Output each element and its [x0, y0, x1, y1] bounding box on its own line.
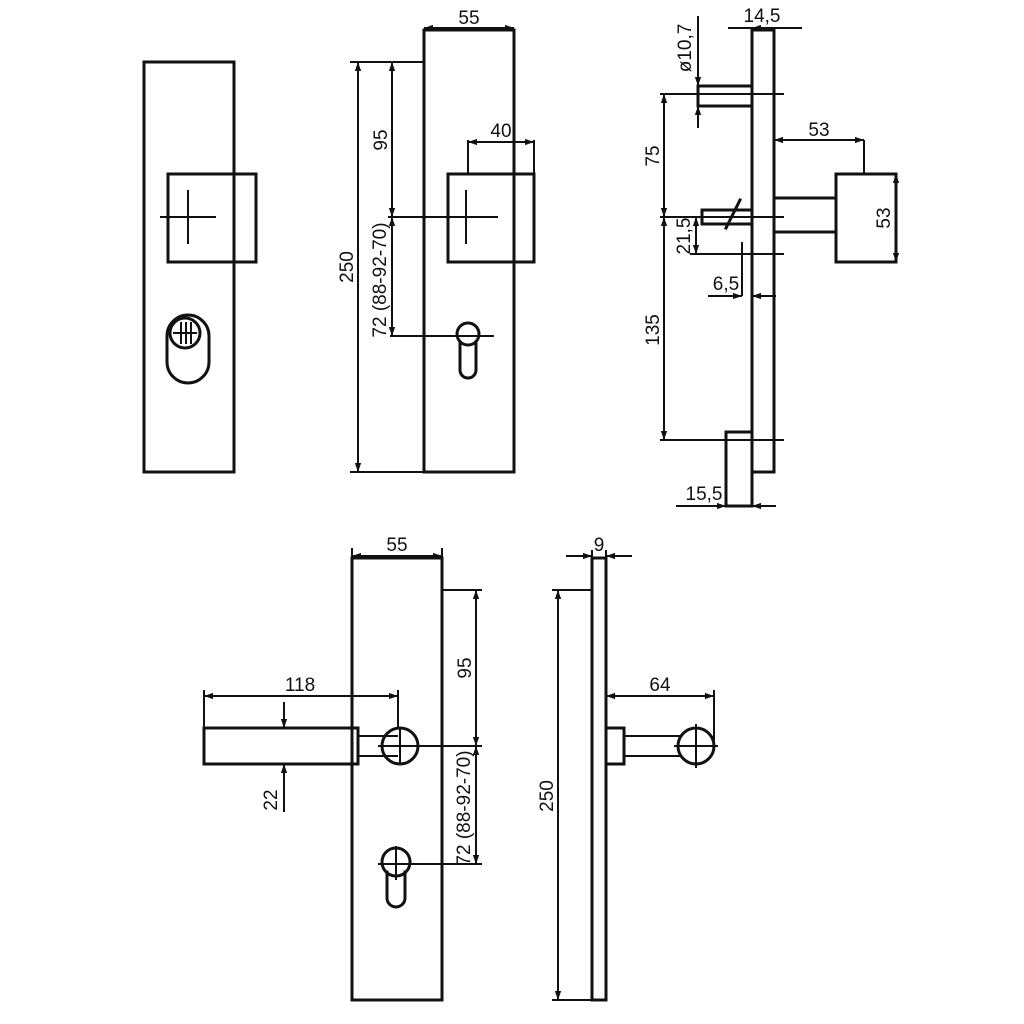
dim-plate-width: 55	[458, 8, 479, 29]
dim-spindle-offset: 95	[371, 129, 392, 150]
dim-plate-thickness: 14,5	[744, 6, 781, 27]
cylinder-hole	[165, 313, 211, 385]
dim-lever-projection: 64	[649, 675, 671, 696]
dim-center-distance: 72 (88-92-70)	[370, 222, 391, 337]
dim-knob-width: 40	[490, 121, 511, 142]
dim-spindle-offset: 95	[455, 657, 476, 678]
lever-rose-side	[604, 726, 626, 766]
spindle-break-mark	[723, 197, 743, 231]
side-view-lever: 9 250 64	[537, 535, 718, 1002]
keyhole	[390, 321, 494, 380]
dim-lever-diameter: 22	[261, 789, 282, 810]
door-plate-outline	[422, 28, 516, 474]
lower-foot	[724, 430, 754, 508]
dim-plate-width: 55	[386, 535, 407, 556]
door-plate-outline	[142, 60, 236, 474]
dim-spindle-diameter: ø10,7	[675, 24, 696, 73]
dim-spindle-gap: 21,5	[674, 218, 695, 255]
dim-center-distance: 72 (88-92-70)	[454, 750, 475, 865]
plate-side-outline	[750, 28, 776, 474]
knob-neck	[772, 196, 838, 234]
side-view-knob: 14,5 ø10,7 53 53 75 21,5 6,5 135 15,5	[643, 6, 900, 510]
dim-knob-projection: 53	[808, 120, 829, 141]
dim-lower-spacing: 135	[643, 314, 664, 346]
front-view-knob-dimensioned: 55 40 250 95 72 (88-92-70)	[337, 8, 536, 474]
dim-plate-height: 250	[337, 251, 358, 283]
dim-foot: 15,5	[686, 484, 723, 505]
dim-upper-spacing: 75	[643, 145, 664, 166]
dim-plate-thickness: 9	[594, 535, 605, 556]
upper-screw-boss	[696, 84, 754, 108]
plate-side-outline	[590, 556, 608, 1002]
keyhole	[378, 846, 482, 909]
dim-knob-height: 53	[874, 207, 895, 228]
lever-handle	[202, 726, 360, 766]
dim-plate-height: 250	[537, 780, 558, 812]
dim-offset: 6,5	[713, 274, 739, 295]
front-view-lever: 55 118 22 95 72 (88-92-70)	[202, 535, 482, 1002]
dim-lever-length: 118	[285, 675, 315, 696]
front-view-knob-plain	[142, 60, 258, 474]
door-plate-outline	[350, 556, 444, 1002]
